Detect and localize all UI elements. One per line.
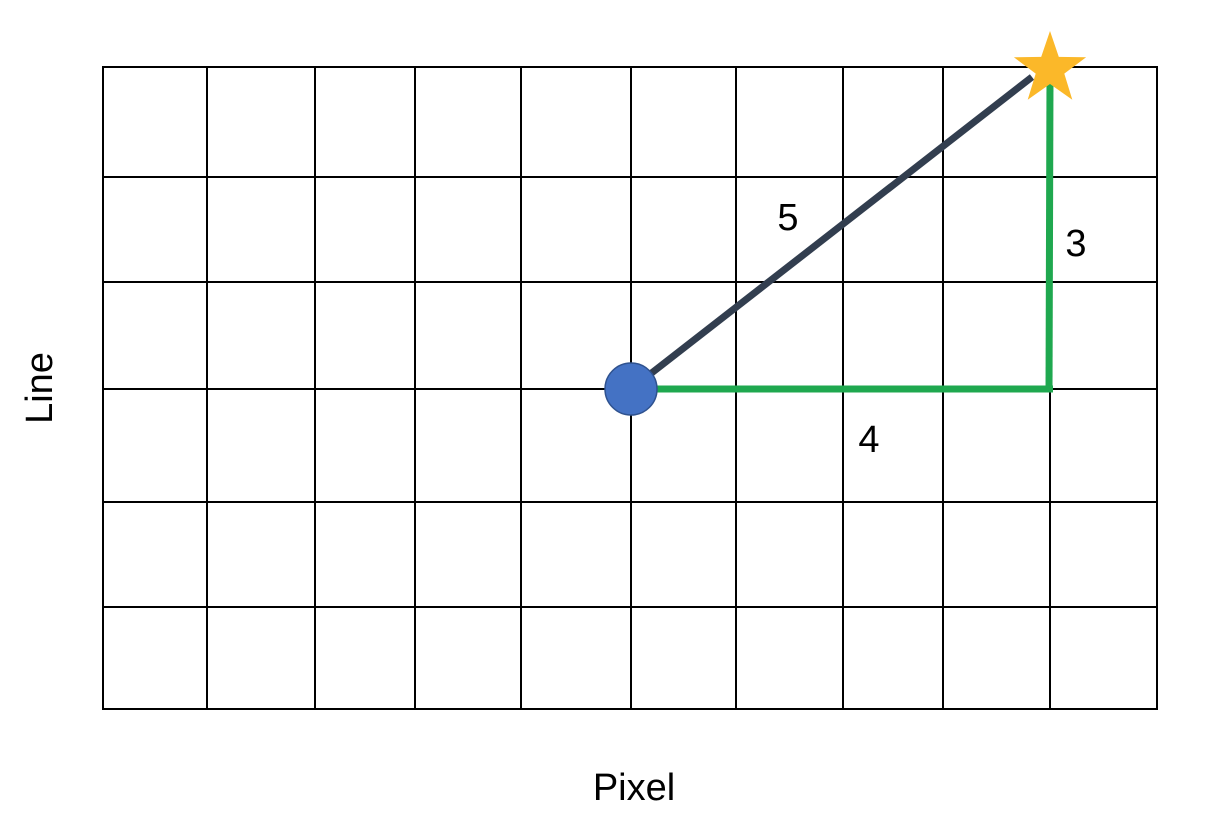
hypotenuse (628, 74, 1035, 392)
y-axis-label: Line (19, 352, 61, 424)
circle-marker-icon (604, 362, 658, 416)
hypotenuse-length-label: 5 (777, 197, 798, 239)
x-axis-label: Pixel (593, 767, 675, 809)
star-marker-icon (1013, 31, 1087, 100)
vertical-leg (1045, 76, 1054, 393)
vertical-length-label: 3 (1065, 223, 1086, 265)
horizontal-length-label: 4 (858, 419, 879, 461)
